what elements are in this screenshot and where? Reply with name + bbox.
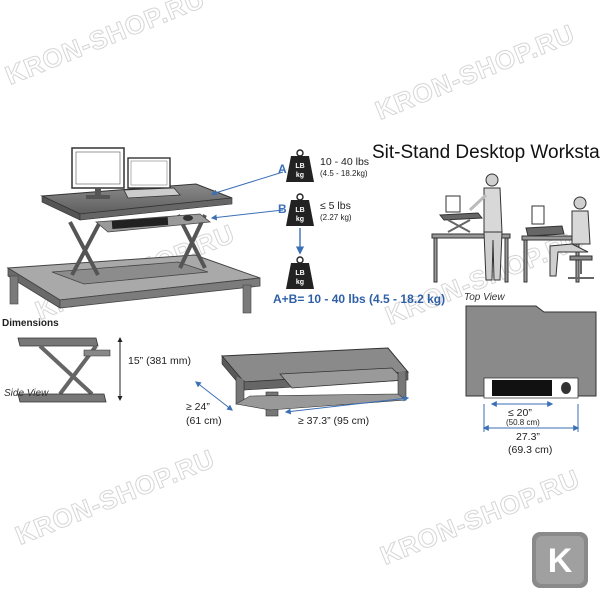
width-label: ≥ 37.3” (95 cm) [298, 415, 369, 427]
b-capacity: ≤ 5 lbs [320, 200, 351, 212]
watermark-text: KRON-SHOP.RU [371, 18, 579, 125]
weight-icon-lb: LB [295, 270, 304, 277]
b-capacity-metric: (2.27 kg) [320, 213, 352, 222]
label-a: A [278, 162, 287, 176]
weight-icon: LB kg [286, 193, 314, 226]
weight-icon-kg: kg [296, 216, 304, 223]
sitting-user-illustration [521, 196, 594, 283]
sum-capacity: A+B= 10 - 40 lbs (4.5 - 18.2 kg) [273, 292, 445, 306]
weight-icon: LB kg [286, 256, 314, 289]
weight-icon-kg: kg [296, 172, 304, 179]
label-b: B [278, 202, 287, 216]
weight-icon-lb: LB [295, 207, 304, 214]
weight-icon: LB kg [286, 149, 314, 182]
weight-icon-lb: LB [295, 163, 304, 170]
shop-logo-badge: K [532, 532, 588, 588]
watermark-text: KRON-SHOP.RU [11, 443, 219, 550]
top-view-label: Top View [464, 292, 505, 303]
top-width-label: 27.3” [516, 431, 540, 443]
lift-height-label: 15” (381 mm) [128, 355, 191, 367]
tray-width-metric-label: (50.8 cm) [506, 418, 540, 427]
standing-user-illustration [431, 173, 511, 283]
weight-icon-kg: kg [296, 279, 304, 286]
main-desk-illustration [6, 147, 261, 314]
a-capacity: 10 - 40 lbs [320, 156, 369, 168]
watermark-text: KRON-SHOP.RU [1, 0, 209, 91]
a-capacity-metric: (4.5 - 18.2kg) [320, 169, 368, 178]
arrow-a-pointer [210, 171, 284, 196]
angled-view-illustration: ≥ 24” (61 cm) ≥ 37.3” (95 cm) [186, 347, 410, 427]
depth-label: ≥ 24” [186, 401, 210, 413]
top-width-metric-label: (69.3 cm) [508, 444, 552, 456]
tray-width-label: ≤ 20” [508, 407, 532, 419]
arrow-b-pointer [210, 209, 284, 221]
dimensions-heading: Dimensions [2, 318, 59, 329]
top-view-illustration: Top View ≤ 20” (50.8 cm) 27.3” (69.3 cm) [464, 292, 597, 456]
side-view-label: Side View [4, 388, 49, 399]
load-capacity-column: A B LB kg LB kg LB kg 10 - 40 lbs (4.5 -… [273, 149, 445, 306]
depth-metric-label: (61 cm) [186, 415, 222, 427]
page-title: Sit-Stand Desktop Workstation [372, 142, 600, 163]
side-view-illustration: 15” (381 mm) Side View [4, 337, 191, 403]
badge-letter: K [548, 542, 573, 580]
